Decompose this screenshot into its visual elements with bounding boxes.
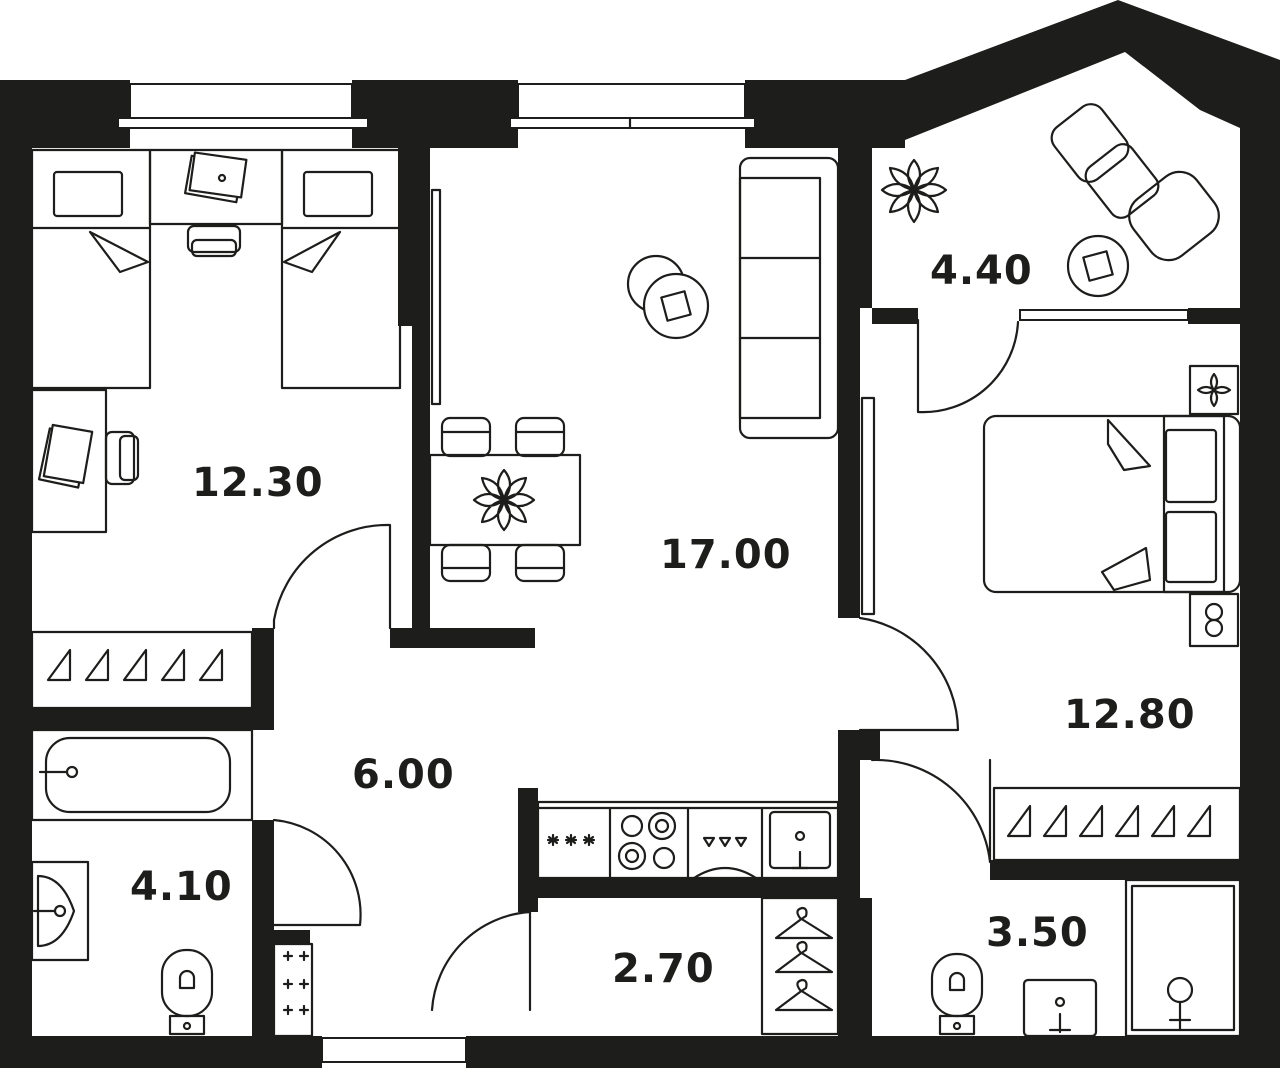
toilet-icon <box>160 948 214 1036</box>
shower-icon <box>1124 878 1242 1038</box>
coffee-table-icon <box>626 254 710 340</box>
sink-icon <box>1022 978 1098 1038</box>
chair-icon <box>186 224 242 258</box>
chair-icon <box>104 430 140 486</box>
sink-icon <box>768 810 832 870</box>
flower-icon <box>880 158 948 224</box>
tv-panel <box>430 188 442 406</box>
room-area-bedroom-right: 12.80 <box>1064 692 1196 738</box>
washing-machine-icon <box>272 942 314 1038</box>
hanger-rack <box>760 896 840 1036</box>
room-area-bathroom-left: 4.10 <box>130 864 233 910</box>
room-area-storage: 2.70 <box>612 946 715 992</box>
desk-icon <box>30 388 108 534</box>
doors <box>272 318 1020 1012</box>
flower-icon <box>1196 372 1232 408</box>
windows <box>117 83 1189 1063</box>
nightstand-icon <box>1188 364 1240 416</box>
hanger-icon <box>774 906 834 940</box>
sofa-icon <box>738 156 840 440</box>
sink-icon <box>30 860 90 962</box>
hanger-icon <box>774 978 834 1012</box>
wardrobe-icon <box>30 630 254 710</box>
hanger-icon <box>774 940 834 974</box>
bathtub-icon <box>30 728 254 822</box>
bed-icon <box>280 148 402 390</box>
lounge-chair-icon <box>1050 103 1220 262</box>
stove-icon <box>617 811 677 871</box>
kitchen-counter-icon <box>536 800 840 880</box>
nightstand-icon <box>1188 592 1240 648</box>
desk-icon <box>148 148 284 226</box>
tv-panel <box>860 396 876 616</box>
coffee-table-icon <box>1066 234 1130 298</box>
bed-icon <box>30 148 152 390</box>
room-area-bedroom-left: 12.30 <box>192 460 324 506</box>
room-area-living-kitchen: 17.00 <box>660 532 792 578</box>
flower-icon <box>472 468 536 532</box>
wardrobe-icon <box>992 786 1242 862</box>
room-area-hallway: 6.00 <box>352 752 455 798</box>
dining-table-icon <box>428 416 582 583</box>
room-area-balcony: 4.40 <box>930 248 1033 294</box>
room-area-bathroom-right: 3.50 <box>986 910 1089 956</box>
bed-icon <box>982 414 1242 594</box>
toilet-icon <box>930 952 984 1036</box>
